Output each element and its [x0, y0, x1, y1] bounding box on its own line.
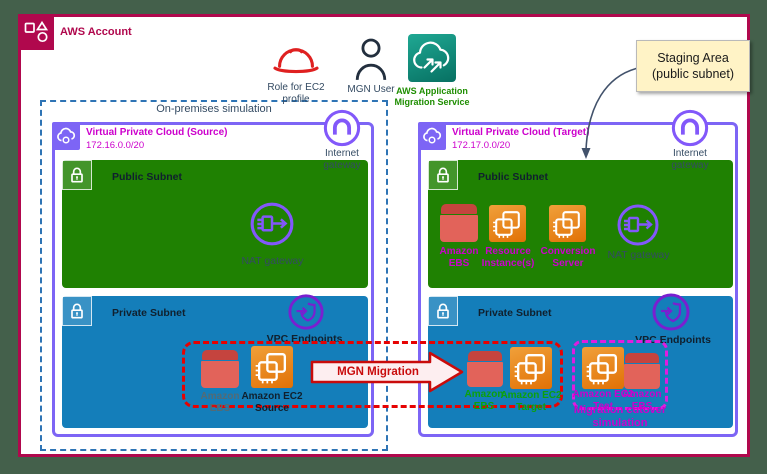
left-vpc-cidr: 172.16.0.0/20	[86, 140, 145, 151]
role-for-ec2-profile-label: Role for EC2 profile	[252, 82, 340, 106]
label-line: Amazon EC2	[500, 390, 562, 401]
label-line: Conversion	[540, 246, 596, 257]
label-line: Amazon EC2	[572, 389, 634, 400]
left-nat-gateway-icon	[250, 202, 294, 246]
aws-application-migration-service-icon	[408, 34, 456, 82]
right-vpc-endpoints-icon	[652, 293, 690, 331]
right-nat-gateway-label: NAT gateway	[607, 249, 670, 261]
right-vpc-endpoints-label: VPC Endpoints	[635, 334, 711, 346]
left-internet-gateway-label: Internet gateway	[310, 148, 374, 172]
right-public-ebs-icon	[440, 204, 478, 242]
target-ebs-icon	[467, 351, 503, 387]
mgn-migration-label: MGN Migration	[337, 366, 419, 378]
staging-area-pointer-arrow	[581, 67, 639, 159]
source-ebs-icon	[201, 350, 239, 388]
resource-instances-icon	[489, 205, 526, 242]
right-vpc-title: Virtual Private Cloud (Target)	[452, 127, 590, 138]
aws-account-icon	[18, 14, 54, 50]
label-line: Internet	[673, 148, 707, 159]
ec2-source-label: Amazon EC2 Source	[238, 391, 306, 415]
label-line: Migration Service	[394, 96, 470, 107]
right-nat-gateway-icon	[617, 204, 659, 246]
right-internet-gateway-label: Internet gateway	[658, 148, 722, 172]
note-line: (public subnet)	[652, 67, 734, 81]
right-public-subnet-label: Public Subnet	[478, 171, 549, 183]
left-private-subnet-lock-icon	[62, 296, 92, 326]
source-ebs-label: Amazon EBS	[186, 391, 254, 415]
target-ebs-label: Amazon EBS	[452, 389, 516, 413]
right-public-ebs-label: Amazon EBS	[428, 246, 490, 270]
label-line: Amazon EC2	[241, 391, 303, 402]
label-line: Amazon	[200, 391, 240, 402]
role-for-ec2-profile-icon	[273, 48, 319, 74]
aws-application-migration-service-label: AWS Application Migration Service	[392, 86, 472, 108]
test-ebs-label: Amazon EBS	[614, 389, 670, 413]
left-nat-gateway-label: NAT gateway	[241, 255, 304, 267]
label-line: Source	[255, 403, 289, 415]
test-ebs-icon	[624, 353, 660, 389]
conversion-server-icon	[549, 205, 586, 242]
right-private-subnet-lock-icon	[428, 296, 458, 326]
label-line: Amazon	[439, 246, 479, 257]
mgn-user-icon	[355, 38, 387, 81]
right-private-subnet-label: Private Subnet	[478, 307, 552, 319]
label-line: EBS	[631, 401, 653, 413]
label-line: Role for EC2	[267, 82, 325, 93]
label-line: Internet	[325, 148, 359, 159]
conversion-server-label: Conversion Server	[536, 246, 600, 270]
label-line: EBS	[209, 403, 231, 415]
label-line: gateway	[323, 160, 361, 172]
on-premises-label: On-premises simulation	[156, 103, 272, 115]
label-line: Server	[552, 258, 584, 270]
cutover-dashed-box	[572, 340, 668, 410]
label-line: gateway	[671, 160, 709, 172]
label-line: Amazon	[464, 389, 504, 400]
left-public-subnet	[62, 160, 368, 288]
right-vpc-icon	[418, 122, 446, 150]
mgn-user-label: MGN User	[347, 84, 395, 95]
ec2-test-label: Amazon EC2 Test	[572, 389, 634, 413]
label-line: Resource	[485, 246, 531, 257]
ec2-target-label: Amazon EC2 Target	[496, 390, 566, 414]
right-public-subnet-lock-icon	[428, 160, 458, 190]
label-line: Test	[593, 401, 613, 413]
label-line: Amazon	[622, 389, 662, 400]
label-line: Migration cutover	[573, 404, 667, 416]
mgn-migration-arrow	[310, 351, 464, 393]
label-line: EBS	[473, 401, 495, 413]
left-public-subnet-lock-icon	[62, 160, 92, 190]
left-vpc-title: Virtual Private Cloud (Source)	[86, 127, 228, 138]
right-vpc-cidr: 172.17.0.0/20	[452, 140, 511, 151]
left-public-subnet-label: Public Subnet	[112, 171, 183, 183]
staging-area-note: Staging Area (public subnet)	[636, 40, 750, 92]
cutover-simulation-label: Migration cutover simulation	[552, 404, 688, 431]
left-private-subnet-label: Private Subnet	[112, 307, 186, 319]
label-line: Target	[516, 402, 546, 414]
ec2-target-icon	[510, 347, 552, 389]
left-vpc-icon	[52, 122, 80, 150]
on-premises-box	[40, 100, 388, 451]
left-vpc-endpoints-icon	[288, 294, 324, 330]
left-internet-gateway-icon	[323, 109, 361, 147]
right-internet-gateway-icon	[671, 109, 709, 147]
left-vpc-box	[52, 122, 374, 437]
ec2-source-icon	[251, 346, 293, 388]
label-line: EBS	[448, 258, 470, 270]
resource-instances-label: Resource Instance(s)	[478, 246, 538, 270]
right-vpc-box	[418, 122, 738, 437]
label-line: AWS Application	[396, 86, 468, 96]
note-line: Staging Area	[657, 50, 729, 65]
label-line: simulation	[592, 417, 648, 430]
aws-account-label: AWS Account	[60, 26, 132, 38]
label-line: profile	[282, 94, 310, 106]
label-line: Instance(s)	[481, 258, 535, 270]
replication-dashed-box	[182, 341, 563, 408]
ec2-test-icon	[582, 347, 624, 389]
